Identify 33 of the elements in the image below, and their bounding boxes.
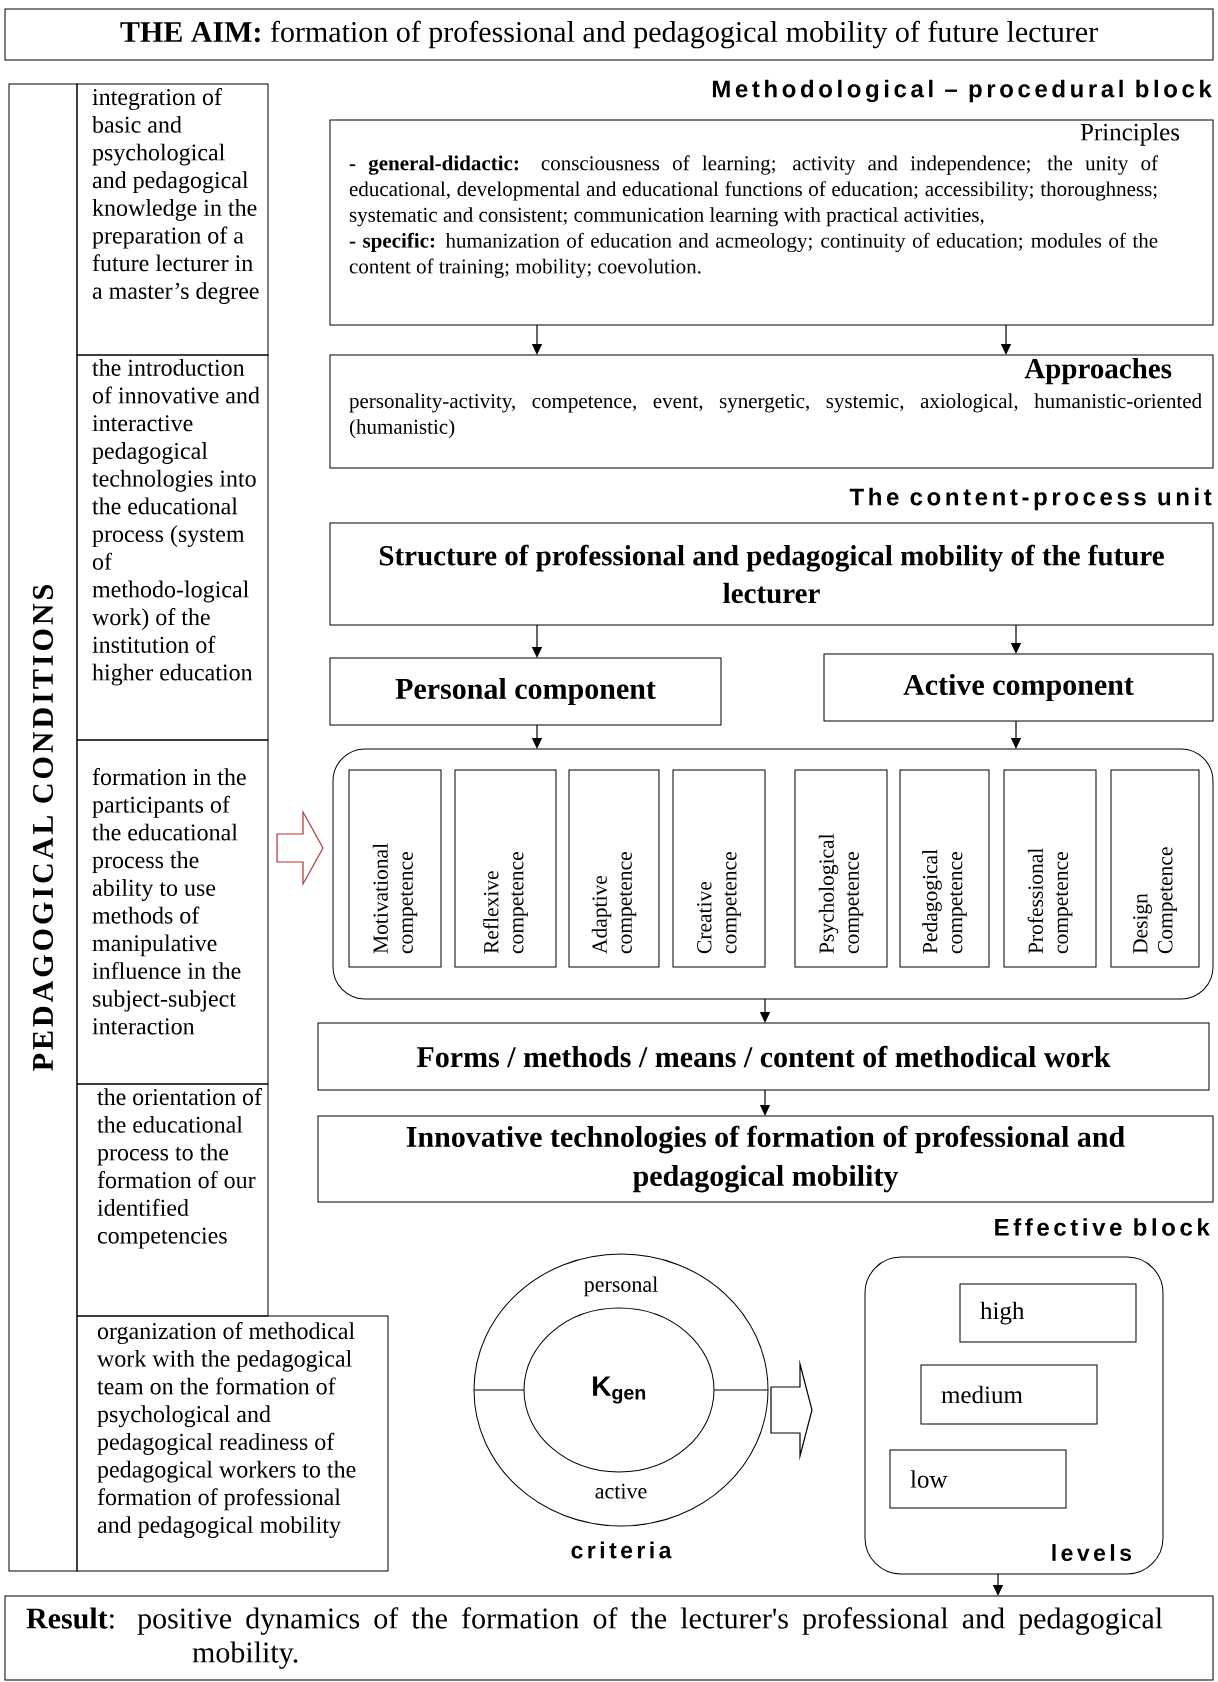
competence-box: Psychological competence <box>794 769 888 968</box>
condition-box: formation in the participants of the educational process the ability to use methods of manipulative influence in the subject-subject interaction <box>76 739 269 1085</box>
title-box: Active component <box>823 653 1214 722</box>
level-box: low <box>889 1449 1067 1509</box>
result-box: Result: positive dynamics of the formation of the lecturer's professional and pedagogical mobility. <box>4 1595 1214 1681</box>
competence-box: Adaptive competence <box>568 769 660 968</box>
group-frame <box>332 748 1214 1000</box>
level-box: medium <box>920 1364 1098 1425</box>
competence-box: Motivational competence <box>348 769 442 968</box>
text-box: Principles - general-didactic: consciousness of learning; activity and independence; the unity of educational, developmental and educational functions of education; accessibility; thoroughness; systematic and consistent; communication learning with practical activities, - specific: humanization of education and acmeology; continuity of education; modules of the content of training; mobility; coevolution. <box>329 119 1214 326</box>
level-box: high <box>959 1283 1137 1343</box>
competence-box: Design Competence <box>1110 769 1200 968</box>
title-box: Innovative technologies of formation of professional and pedagogical mobility <box>317 1115 1214 1203</box>
section-heading: The content-process unit <box>849 487 1212 511</box>
section-heading: Effective block <box>995 1218 1210 1236</box>
block-arrow <box>276 809 324 887</box>
competence-box: Reflexive competence <box>454 769 557 968</box>
text-box: Approaches personality-activity, competence, event, synergetic, systemic, axiological, humanistic-oriented (humanistic) <box>329 354 1214 469</box>
title-box: Forms / methods / means / content of methodical work <box>317 1022 1210 1091</box>
section-heading: Methodological – procedural block <box>712 79 1212 103</box>
condition-box: the orientation of the educational process to the formation of our identified competencies <box>76 1083 269 1317</box>
block-arrow <box>770 1359 813 1461</box>
node-label: criteria <box>571 1541 672 1559</box>
vertical-band: PEDAGOGICAL CONDITIONS <box>8 83 78 1572</box>
condition-box: integration of basic and psychological and pedagogical knowledge in the preparation of a future lecturer in a master’s degree <box>76 83 269 356</box>
competence-box: Professional competence <box>1003 769 1097 968</box>
condition-box: the introduction of innovative and interactive pedagogical technologies into the educational process (system of methodo-logical work) of the institution of higher education <box>76 354 269 741</box>
aim-box: THE AIM: formation of professional and pedagogical mobility of future lecturer <box>4 8 1214 61</box>
competence-box: Pedagogical competence <box>899 769 990 968</box>
competence-box: Creative competence <box>672 769 766 968</box>
title-box: Personal component <box>329 657 722 726</box>
condition-box: organization of methodical work with the pedagogical team on the formation of psychological and pedagogical readiness of pedagogical workers to the formation of professional and pedagogical mobility <box>76 1315 389 1572</box>
title-box: Structure of professional and pedagogical mobility of the future lecturer <box>329 522 1214 626</box>
